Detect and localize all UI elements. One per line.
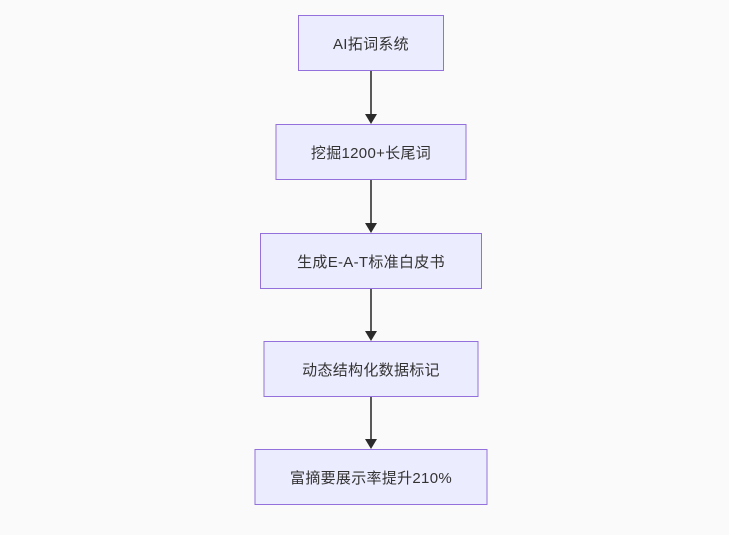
flow-node-label: 富摘要展示率提升210% (290, 469, 452, 487)
flow-node-label: 生成E-A-T标准白皮书 (297, 253, 445, 271)
flow-node-label: 挖掘1200+长尾词 (310, 144, 432, 162)
arrow-line (370, 289, 372, 331)
arrow-line (370, 180, 372, 223)
flow-arrow-1 (365, 71, 377, 124)
flow-node-structured-data-markup: 动态结构化数据标记 (263, 341, 479, 397)
arrow-down-icon (365, 223, 377, 233)
arrow-line (370, 71, 372, 114)
arrow-down-icon (365, 331, 377, 341)
flow-node-ai-keyword-system: AI拓词系统 (298, 15, 444, 71)
flow-arrow-2 (365, 180, 377, 233)
arrow-down-icon (365, 439, 377, 449)
flow-node-label: AI拓词系统 (333, 35, 409, 53)
flow-node-longtail-mining: 挖掘1200+长尾词 (275, 124, 467, 180)
flow-node-label: 动态结构化数据标记 (302, 361, 440, 379)
flow-arrow-4 (365, 397, 377, 449)
arrow-down-icon (365, 114, 377, 124)
flow-arrow-3 (365, 289, 377, 341)
flow-node-eat-whitepaper: 生成E-A-T标准白皮书 (260, 233, 482, 289)
flow-node-rich-snippet-result: 富摘要展示率提升210% (254, 449, 488, 505)
arrow-line (370, 397, 372, 439)
